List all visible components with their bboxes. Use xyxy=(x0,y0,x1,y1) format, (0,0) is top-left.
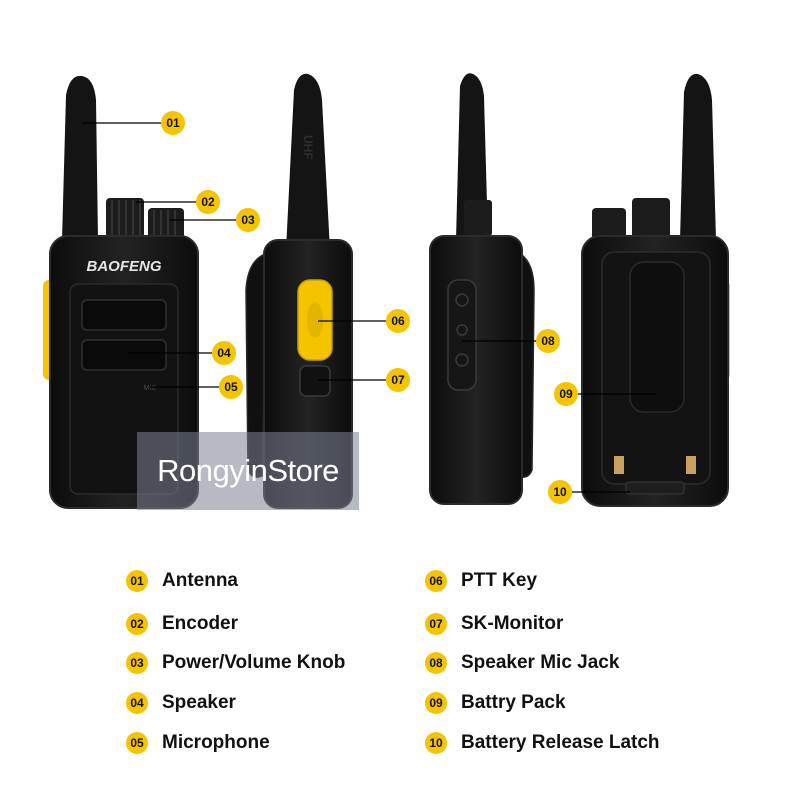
callout-badges: 01 02 03 04 05 06 07 08 09 10 xyxy=(161,111,578,504)
legend-badge: 03 xyxy=(126,652,148,674)
legend-badge: 01 xyxy=(126,570,148,592)
legend-label: PTT Key xyxy=(461,570,538,591)
leader-lines xyxy=(82,122,656,493)
legend-badge: 10 xyxy=(425,732,447,754)
legend-badge: 02 xyxy=(126,613,148,635)
legend-item-battery-release-latch: 10 Battery Release Latch xyxy=(425,729,660,757)
radio-back-view xyxy=(581,73,730,507)
battery-contact-right xyxy=(686,456,696,474)
callout-02: 02 xyxy=(196,190,220,214)
callout-03: 03 xyxy=(236,208,260,232)
legend-label: Antenna xyxy=(162,570,238,591)
legend-badge: 04 xyxy=(126,692,148,714)
side-antenna xyxy=(286,73,330,250)
svg-text:09: 09 xyxy=(559,387,573,401)
back-belt-clip xyxy=(629,261,685,413)
svg-text:03: 03 xyxy=(241,213,255,227)
callout-10: 10 xyxy=(548,480,572,504)
svg-text:08: 08 xyxy=(541,334,555,348)
callout-09: 09 xyxy=(554,382,578,406)
callout-06: 06 xyxy=(386,309,410,333)
callout-08: 08 xyxy=(536,329,560,353)
legend-item-battry-pack: 09 Battry Pack xyxy=(425,689,566,717)
legend-label: Speaker Mic Jack xyxy=(461,652,620,673)
legend-item-sk-monitor: 07 SK-Monitor xyxy=(425,610,563,638)
brand-logo: BAOFENG xyxy=(87,258,162,275)
legend-label: Battery Release Latch xyxy=(461,732,660,753)
legend-badge: 06 xyxy=(425,570,447,592)
back-knob-2 xyxy=(632,198,670,240)
callout-01: 01 xyxy=(161,111,185,135)
legend-badge: 08 xyxy=(425,652,447,674)
mic-label: MIC xyxy=(144,385,157,392)
back-antenna xyxy=(680,73,716,241)
svg-text:07: 07 xyxy=(391,373,405,387)
side-antenna-2 xyxy=(456,73,488,240)
legend-label: Encoder xyxy=(162,613,239,634)
band-mark: UHF xyxy=(301,135,315,160)
legend-label: Power/Volume Knob xyxy=(162,652,346,673)
watermark-text: RongyinStore xyxy=(157,453,339,488)
sk-monitor-key xyxy=(299,365,331,397)
svg-text:06: 06 xyxy=(391,314,405,328)
legend-item-ptt-key: 06 PTT Key xyxy=(425,567,537,595)
store-watermark: RongyinStore xyxy=(137,432,359,510)
legend-badge: 09 xyxy=(425,692,447,714)
callout-04: 04 xyxy=(212,341,236,365)
legend-item-microphone: 05 Microphone xyxy=(126,729,270,757)
svg-text:02: 02 xyxy=(201,195,215,209)
battery-contact-left xyxy=(614,456,624,474)
front-antenna xyxy=(62,75,98,241)
legend-badge: 07 xyxy=(425,613,447,635)
legend-item-power-volume-knob: 03 Power/Volume Knob xyxy=(126,649,345,677)
legend-label: Speaker xyxy=(162,692,236,713)
radio-side-view-jack xyxy=(429,73,535,505)
callout-05: 05 xyxy=(219,375,243,399)
parts-legend: 01 Antenna 02 Encoder 03 Power/Volume Kn… xyxy=(0,560,800,780)
side-knob-2 xyxy=(464,200,492,236)
legend-item-antenna: 01 Antenna xyxy=(126,567,238,595)
back-knob-1 xyxy=(592,208,626,240)
svg-text:10: 10 xyxy=(553,485,567,499)
battery-release-latch xyxy=(625,481,685,495)
legend-item-speaker: 04 Speaker xyxy=(126,689,236,717)
speaker-grille-1 xyxy=(81,299,167,331)
callout-07: 07 xyxy=(386,368,410,392)
legend-item-speaker-mic-jack: 08 Speaker Mic Jack xyxy=(425,649,619,677)
legend-label: SK-Monitor xyxy=(461,613,564,634)
legend-badge: 05 xyxy=(126,732,148,754)
legend-item-encoder: 02 Encoder xyxy=(126,610,238,638)
svg-text:04: 04 xyxy=(217,346,231,360)
speaker-grille-2 xyxy=(81,339,167,371)
legend-label: Microphone xyxy=(162,732,270,753)
svg-text:05: 05 xyxy=(224,380,238,394)
legend-label: Battry Pack xyxy=(461,692,566,713)
svg-text:01: 01 xyxy=(166,116,180,130)
